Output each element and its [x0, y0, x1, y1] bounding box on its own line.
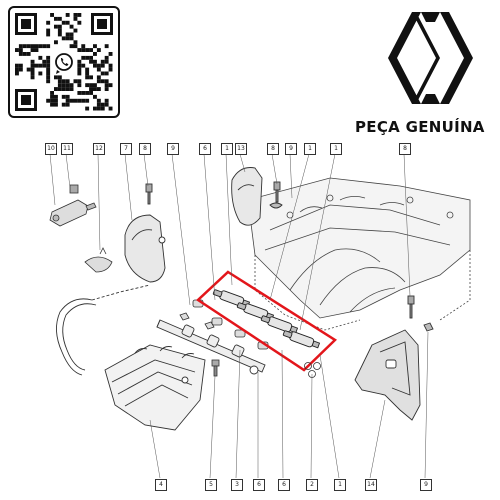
brand-logo	[388, 12, 473, 104]
vacuum-hose	[56, 284, 151, 376]
leader-line-c15	[149, 419, 161, 479]
callout-tag-c21: 1	[334, 479, 346, 491]
engine-cover-top	[231, 167, 283, 226]
callout-tag-c18: 6	[253, 479, 265, 491]
callout-tag-c1: 10	[45, 143, 57, 155]
callout-tag-c13: 1	[330, 143, 342, 155]
mounting-bracket	[354, 295, 434, 421]
callout-tag-c4: 7	[120, 143, 132, 155]
leader-line-c7	[203, 153, 216, 301]
callout-tag-c16: 5	[205, 479, 217, 491]
callout-tag-c6: 9	[167, 143, 179, 155]
leader-line-c16	[209, 375, 216, 479]
fuel-rail	[156, 319, 266, 375]
callout-tag-c3: 12	[93, 143, 105, 155]
engine-cover-left	[124, 183, 166, 283]
fuel-injectors	[212, 289, 321, 349]
leader-line-c23	[424, 331, 429, 479]
leader-line-c22	[369, 399, 386, 479]
leader-line-c1	[49, 153, 56, 206]
callout-tag-c22: 14	[365, 479, 377, 491]
callout-tag-c7: 6	[199, 143, 211, 155]
leader-line-c20	[310, 373, 313, 479]
leader-line-c9	[239, 153, 246, 173]
brand-caption: PEÇA GENUÍNA	[355, 118, 485, 136]
leader-line-c12	[269, 153, 310, 301]
leader-line-c13	[299, 153, 336, 331]
callout-tag-c14: 8	[399, 143, 411, 155]
injector-clips	[179, 299, 269, 350]
leader-line-c3	[97, 153, 101, 251]
callout-tag-c10: 8	[267, 143, 279, 155]
intake-manifold	[247, 177, 471, 331]
leader-line-c2	[65, 153, 71, 189]
leader-line-c21	[319, 354, 340, 479]
leader-line-c14	[403, 153, 411, 297]
qr-code	[8, 6, 120, 118]
leader-line-c8	[225, 153, 233, 286]
callout-tag-c5: 8	[139, 143, 151, 155]
callout-tag-c9: 13	[235, 143, 247, 155]
hose-clip	[84, 247, 113, 273]
leader-line-c17	[235, 349, 241, 479]
lower-manifold	[104, 344, 206, 431]
leader-line-c4	[124, 153, 133, 221]
callout-tag-c17: 3	[231, 479, 243, 491]
leader-line-c11	[289, 153, 293, 199]
callout-tag-c15: 4	[155, 479, 167, 491]
callout-tag-c11: 9	[285, 143, 297, 155]
leader-line-c5	[143, 153, 149, 187]
callout-tag-c23: 9	[420, 479, 432, 491]
callout-tag-c20: 2	[306, 479, 318, 491]
highlight-box	[195, 270, 338, 372]
leader-line-c6	[171, 153, 191, 306]
leader-lines	[49, 153, 429, 479]
callout-tag-c12: 1	[304, 143, 316, 155]
callout-tag-c8: 1	[221, 143, 233, 155]
leader-line-c19	[281, 349, 284, 479]
fasteners	[211, 359, 321, 378]
whatsapp-icon	[53, 51, 75, 74]
sensor-assembly	[49, 184, 97, 227]
callout-tag-c2: 11	[61, 143, 73, 155]
leader-line-c10	[271, 153, 278, 185]
callout-tag-c19: 6	[278, 479, 290, 491]
